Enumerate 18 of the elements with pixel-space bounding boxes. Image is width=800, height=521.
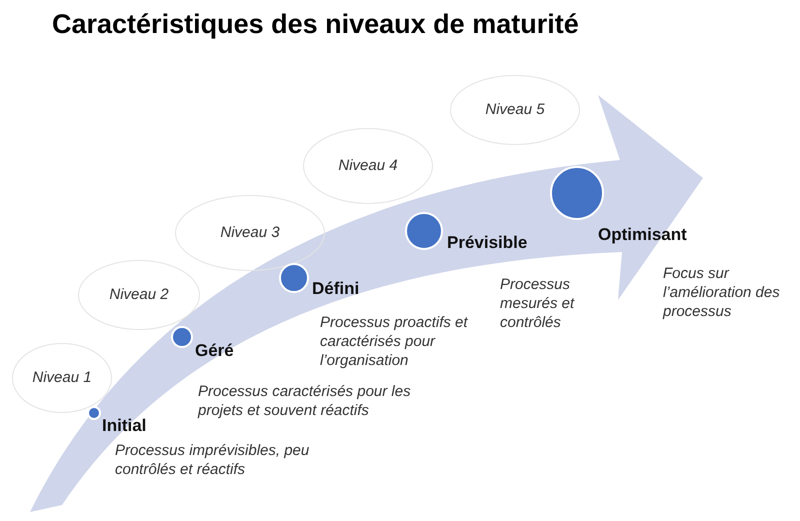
stage-description: Processus caractérisés pour les projets et souvent réactifs bbox=[198, 382, 412, 420]
stage-description: Focus sur l’amélioration des processus bbox=[663, 264, 781, 321]
level-label: Niveau 5 bbox=[485, 100, 545, 120]
stage-description: Processus imprévisibles, peu contrôlés et réactifs bbox=[115, 441, 310, 479]
stage-name: Optimisant bbox=[598, 225, 687, 244]
level-ellipse bbox=[303, 128, 433, 204]
level-ellipse bbox=[450, 75, 580, 145]
stage-description: Processus proactifs et caractérisés pour l’organisation bbox=[320, 313, 469, 370]
stage-name: Défini bbox=[312, 279, 360, 298]
level-label: Niveau 2 bbox=[109, 284, 169, 305]
title: Caractéristiques des niveaux de maturité bbox=[52, 8, 579, 41]
stage-name: Prévisible bbox=[447, 233, 528, 252]
stage-name: Initial bbox=[102, 416, 146, 435]
stage-description: Processus mesurés et contrôlés bbox=[500, 275, 576, 332]
level-label: Niveau 3 bbox=[220, 222, 280, 243]
stage-name: Géré bbox=[195, 341, 234, 360]
level-label: Niveau 4 bbox=[338, 156, 398, 176]
level-label: Niveau 1 bbox=[32, 368, 92, 388]
